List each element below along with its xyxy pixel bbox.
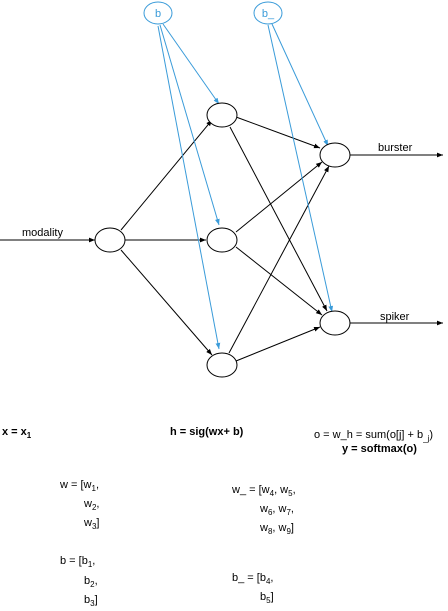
vector-w-row: w3] bbox=[84, 517, 100, 531]
output-label-burster: burster bbox=[378, 142, 413, 154]
edge-h1-o1 bbox=[235, 116, 321, 149]
vector-w_-row: w6, w7, bbox=[260, 503, 294, 517]
vector-b-row: b3] bbox=[84, 594, 98, 608]
hidden-node-1 bbox=[206, 102, 238, 128]
bias-edge-b-h2 bbox=[159, 24, 220, 226]
bias-label-b_: b_ bbox=[262, 8, 275, 20]
vector-w_-row: w_ = [w4, w5, bbox=[232, 484, 296, 498]
bias-label-b: b bbox=[155, 8, 161, 20]
edge-input-hidden3 bbox=[120, 249, 213, 356]
vector-b-row: b2, bbox=[84, 575, 98, 589]
bias-edge-b-h1 bbox=[162, 23, 220, 105]
vector-b_-row: b_ = [b4, bbox=[232, 572, 274, 586]
output-node-burster bbox=[319, 142, 351, 168]
equation-o: o = w_h = sum(o[j] + b_j) bbox=[314, 429, 434, 443]
bias-edge-b-h3 bbox=[157, 25, 221, 350]
equation-y: y = softmax(o) bbox=[342, 443, 417, 455]
vector-w-row: w2, bbox=[84, 498, 100, 512]
vector-w-row: w = [w1, bbox=[60, 479, 99, 493]
edge-h2-o2 bbox=[235, 246, 323, 316]
bias-edge-b_-o1 bbox=[271, 23, 329, 147]
output-node-spiker bbox=[319, 310, 351, 336]
bias-node-b_ bbox=[253, 1, 283, 25]
edge-h3-o1 bbox=[228, 165, 330, 354]
edge-h2-o1 bbox=[235, 161, 323, 233]
edge-h3-o2 bbox=[235, 326, 321, 362]
hidden-node-3 bbox=[206, 352, 238, 378]
hidden-node-2 bbox=[206, 227, 238, 253]
vector-b-row: b = [b1, bbox=[60, 555, 96, 569]
input-node bbox=[94, 227, 126, 253]
edge-input-hidden1 bbox=[120, 119, 213, 231]
vector-b_-row: b5] bbox=[260, 591, 274, 605]
equation-h: h = sig(wx+ b) bbox=[170, 426, 244, 438]
vector-w_-row: w8, w9] bbox=[260, 522, 294, 536]
output-label-spiker: spiker bbox=[380, 311, 410, 323]
equation-x: x = x1 bbox=[2, 426, 32, 440]
input-label: modality bbox=[22, 227, 63, 239]
edge-h1-o2 bbox=[229, 126, 328, 312]
bias-node-b bbox=[143, 1, 173, 25]
bias-edge-b_-o2 bbox=[267, 24, 334, 313]
